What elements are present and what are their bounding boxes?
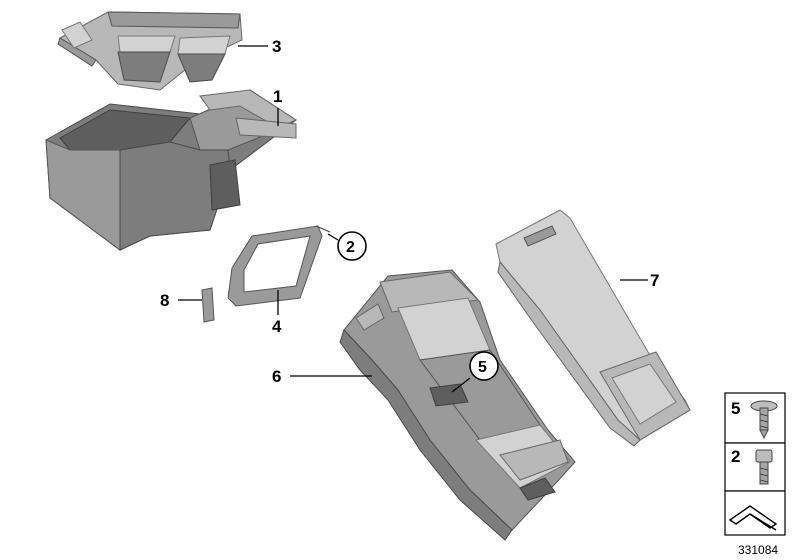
callout-5-circle <box>469 351 499 381</box>
part-1-housing <box>45 89 298 251</box>
callout-7: 7 <box>650 271 659 290</box>
part-3-tray-insert <box>57 11 243 91</box>
callout-8: 8 <box>160 291 169 310</box>
callout-4: 4 <box>272 317 282 336</box>
legend-label-5: 5 <box>731 399 740 418</box>
callout-5: 5 <box>478 359 487 376</box>
callout-6: 6 <box>272 367 281 386</box>
leader-2 <box>327 233 339 241</box>
fastener-legend: 5 2 <box>724 392 786 536</box>
legend-row-bolt <box>724 442 786 492</box>
callout-3: 3 <box>272 37 281 56</box>
bracket-symbol-icon <box>728 505 778 531</box>
callout-1: 1 <box>273 87 282 106</box>
document-number: 331084 <box>738 543 778 557</box>
part-6-carrier <box>339 269 576 541</box>
callout-2: 2 <box>346 239 355 256</box>
part-7-cover <box>495 209 691 447</box>
part-4-frame-bracket <box>227 225 331 307</box>
callout-2-circle <box>337 231 367 261</box>
legend-row-screw <box>724 392 786 444</box>
bolt-icon <box>755 449 773 485</box>
part-8-pad <box>201 287 215 323</box>
leader-5 <box>451 377 471 393</box>
screw-icon <box>750 400 778 440</box>
legend-label-2: 2 <box>731 447 740 466</box>
